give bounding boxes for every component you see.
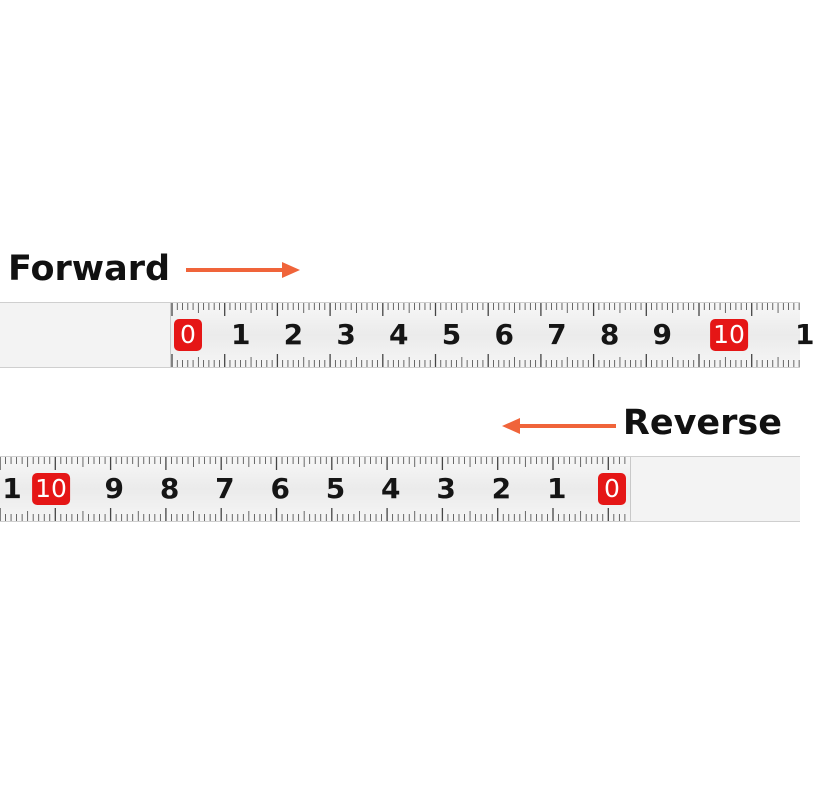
forward-number-4: 4 [389, 318, 409, 351]
reverse-number-9: 2 [491, 472, 512, 505]
reverse-number-10: 1 [546, 472, 567, 505]
forward-arrow-icon [186, 262, 300, 278]
reverse-number-6: 5 [325, 472, 346, 505]
forward-label: Forward [8, 249, 171, 289]
reverse-number-2: 9 [104, 472, 125, 505]
forward-number-7: 7 [547, 318, 567, 351]
forward-tape-blank-end [0, 303, 171, 367]
reverse-number-4: 7 [215, 472, 235, 505]
forward-number-9: 9 [652, 318, 673, 351]
forward-number-10: 10 [710, 319, 748, 351]
reverse-number-0: 1 [2, 472, 22, 505]
reverse-number-7: 4 [381, 472, 401, 505]
forward-number-11: 1 [794, 318, 814, 351]
reverse-tape-blank-end [630, 457, 800, 521]
reverse-number-3: 8 [159, 472, 180, 505]
reverse-number-1: 10 [32, 473, 70, 505]
reverse-arrow-icon [502, 418, 616, 434]
reverse-number-8: 3 [436, 472, 456, 505]
forward-number-3: 3 [336, 318, 356, 351]
forward-number-8: 8 [599, 318, 620, 351]
reverse-number-11: 0 [598, 473, 626, 505]
forward-number-6: 6 [494, 318, 514, 351]
reverse-number-5: 6 [270, 472, 290, 505]
forward-tape-ticks [171, 303, 800, 367]
reverse-tape-ticks [0, 457, 626, 521]
forward-number-1: 1 [230, 318, 251, 351]
reverse-label: Reverse [622, 403, 782, 443]
forward-number-2: 2 [283, 318, 304, 351]
forward-number-5: 5 [441, 318, 462, 351]
forward-number-0: 0 [174, 319, 202, 351]
